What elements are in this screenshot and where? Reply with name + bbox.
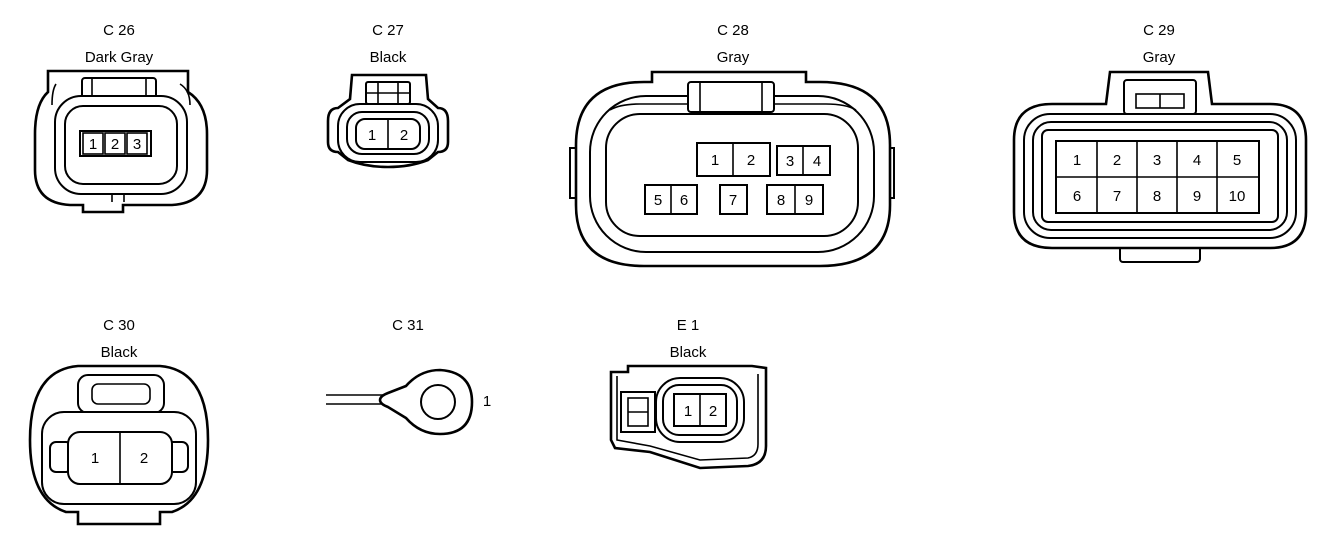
- connector-c29-id: C 29: [1143, 22, 1175, 39]
- connector-c28-pin-6-label: 6: [680, 192, 688, 209]
- connector-c30-pin-2-label: 2: [140, 450, 148, 467]
- connector-c28-pin-2-label: 2: [747, 152, 755, 169]
- connector-c27-id: C 27: [372, 22, 404, 39]
- connector-c30-latch: [77, 374, 165, 414]
- connector-c27-color: Black: [370, 49, 407, 66]
- connector-c29-color: Gray: [1143, 49, 1176, 66]
- connector-c28: C 28 Gray 1 2 3 4 5 6 7 8 9: [569, 22, 895, 268]
- connector-c29-pin-10-label: 10: [1229, 188, 1246, 205]
- connector-e1-color: Black: [670, 344, 707, 361]
- connector-c28-pin-9-label: 9: [805, 192, 813, 209]
- connector-c30-id: C 30: [103, 317, 135, 334]
- connector-c31-pin-1-label: 1: [483, 393, 491, 410]
- connector-c29-pin-5-label: 5: [1233, 152, 1241, 169]
- connector-c30-pin-1-label: 1: [91, 450, 99, 467]
- connector-c29-pin-3-label: 3: [1153, 152, 1161, 169]
- connector-c27-pin-1-label: 1: [368, 127, 376, 144]
- connector-c28-pin-5-label: 5: [654, 192, 662, 209]
- connector-c29-pin-7-label: 7: [1113, 188, 1121, 205]
- connector-e1-pin-2-label: 2: [709, 403, 717, 420]
- connector-c30: C 30 Black 1 2: [28, 317, 210, 526]
- connector-c26-pin-1: [82, 132, 104, 155]
- connector-c31-ring-hole: [420, 384, 456, 420]
- connector-c26-pin-2: [104, 132, 126, 155]
- connector-c26-id: C 26: [103, 22, 135, 39]
- connector-c28-pin-8-label: 8: [777, 192, 785, 209]
- connector-c29-pin-8-label: 8: [1153, 188, 1161, 205]
- connector-c26-pin-2-label: 2: [111, 136, 119, 153]
- connector-c29-pin-6-label: 6: [1073, 188, 1081, 205]
- connector-c26-pin-3: [126, 132, 148, 155]
- connector-c29-pin-4-label: 4: [1193, 152, 1201, 169]
- connector-c28-latch: [687, 81, 775, 113]
- connector-c29-pin-2-label: 2: [1113, 152, 1121, 169]
- connector-c31: C 31 1: [326, 317, 491, 436]
- connector-c30-color: Black: [101, 344, 138, 361]
- connector-e1-id: E 1: [677, 317, 700, 334]
- connector-c28-pin-3-label: 3: [786, 153, 794, 170]
- connector-c28-pin-7-label: 7: [729, 192, 737, 209]
- connector-c27-pin-2-label: 2: [400, 127, 408, 144]
- connector-c26: C 26 Dark Gray 1 2 3: [33, 22, 209, 214]
- connector-c29: C 29 Gray 1 2 3 4 5 6 7 8 9 10: [1012, 22, 1308, 263]
- connector-e1-pin-1-label: 1: [684, 403, 692, 420]
- connector-c28-pin-4-label: 4: [813, 153, 821, 170]
- connector-c26-pin-block: [79, 130, 152, 157]
- connector-c31-id: C 31: [392, 317, 424, 334]
- connector-c29-pin-9-label: 9: [1193, 188, 1201, 205]
- connector-e1: E 1 Black 1 2: [609, 317, 768, 470]
- connector-c28-color: Gray: [717, 49, 750, 66]
- connector-c29-pin-1-label: 1: [1073, 152, 1081, 169]
- connector-c28-pin-block-d: [719, 184, 748, 215]
- connector-c26-pin-3-label: 3: [133, 136, 141, 153]
- connector-c27: C 27 Black 1 2: [326, 22, 450, 169]
- connector-c26-pin-1-label: 1: [89, 136, 97, 153]
- connector-c28-id: C 28: [717, 22, 749, 39]
- connector-c26-color: Dark Gray: [85, 49, 154, 66]
- connector-c28-pin-1-label: 1: [711, 152, 719, 169]
